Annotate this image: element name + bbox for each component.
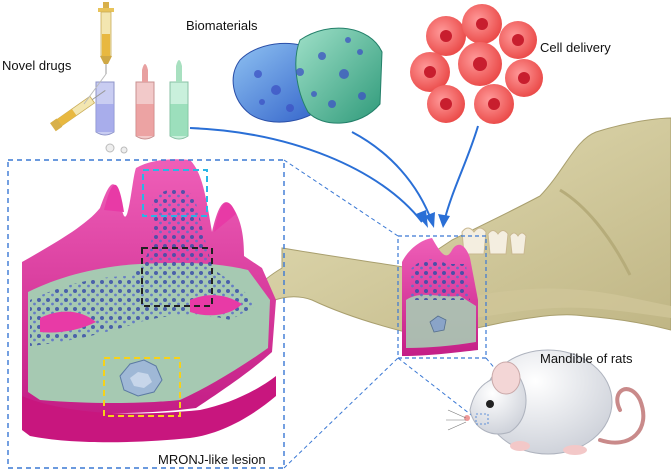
arrowhead-drugs-icon xyxy=(416,210,428,228)
arrow-cells xyxy=(443,125,479,223)
arrowhead-biomaterials-icon xyxy=(425,212,435,228)
rat-illustration xyxy=(446,349,646,455)
lesion-detail-panel xyxy=(7,159,285,469)
label-cell-delivery: Cell delivery xyxy=(540,40,611,55)
molar-teeth xyxy=(461,227,527,255)
arrow-drugs xyxy=(189,127,423,223)
yellow-highlight-box xyxy=(103,357,181,417)
rat-mandible xyxy=(248,117,671,339)
arrow-biomaterials xyxy=(351,131,433,223)
hydrogel-blocks-illustration xyxy=(232,27,383,124)
mandible-inset-box xyxy=(397,235,487,359)
label-lesion: MRONJ-like lesion xyxy=(158,452,266,467)
cell-cluster-illustration xyxy=(410,4,543,124)
arrowhead-cells-icon xyxy=(438,214,450,228)
lesion-frame xyxy=(7,159,285,469)
label-biomaterials: Biomaterials xyxy=(186,18,258,33)
cyan-highlight-box xyxy=(142,169,208,217)
black-highlight-box xyxy=(141,247,213,307)
label-mandible: Mandible of rats xyxy=(540,351,633,366)
label-novel-drugs: Novel drugs xyxy=(2,58,72,73)
delivery-arrows xyxy=(189,125,479,223)
drug-syringes-illustration xyxy=(50,2,189,154)
mandible-lesion-inset xyxy=(397,235,487,359)
